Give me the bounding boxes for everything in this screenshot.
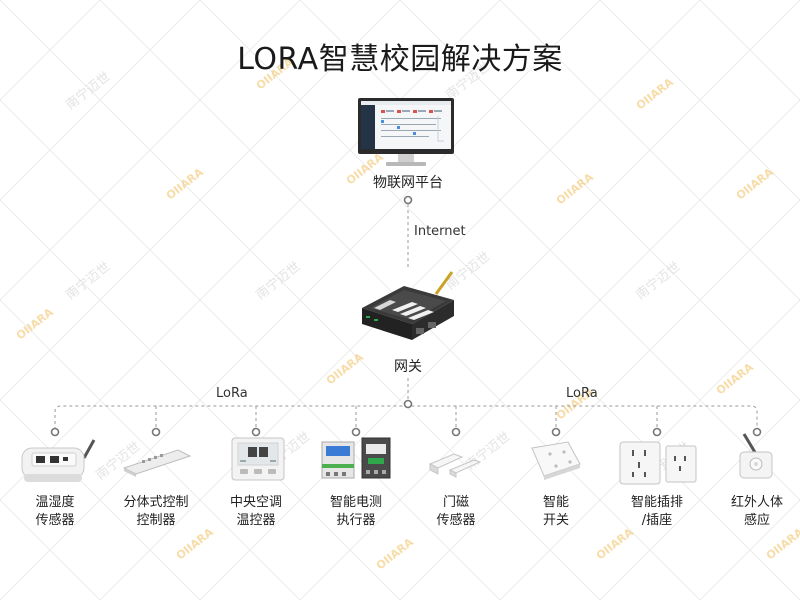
gateway-label: 网关: [394, 359, 422, 375]
split-controller-icon: [122, 449, 192, 477]
pir-sensor-icon: [739, 433, 773, 479]
door-magnet-sensor-icon: [428, 453, 482, 478]
thermostat-icon: [231, 437, 285, 481]
device-label: 温湿度传感器: [35, 495, 75, 528]
device-label: 智能开关: [542, 495, 569, 528]
lora-label-left: LoRa: [216, 386, 248, 401]
temperature-humidity-sensor-icon: [21, 439, 96, 482]
monitor-icon: [358, 98, 454, 166]
device-label: 智能插排/插座: [630, 495, 683, 528]
device-label: 分体式控制控制器: [123, 495, 189, 528]
device-label: 门磁传感器: [436, 495, 476, 528]
router-icon: [362, 271, 454, 340]
device-label: 智能电测执行器: [329, 495, 382, 528]
internet-label: Internet: [414, 224, 466, 239]
device-label: 红外人体感应: [730, 495, 783, 528]
device-label: 中央空调温控器: [229, 495, 282, 528]
smart-socket-icon: [619, 441, 697, 485]
smart-switch-icon: [531, 441, 581, 480]
platform-label: 物联网平台: [373, 175, 443, 191]
page-title: LORA智慧校园解决方案: [237, 42, 563, 77]
lora-label-right: LoRa: [566, 386, 598, 401]
power-meter-icon: [321, 437, 391, 479]
